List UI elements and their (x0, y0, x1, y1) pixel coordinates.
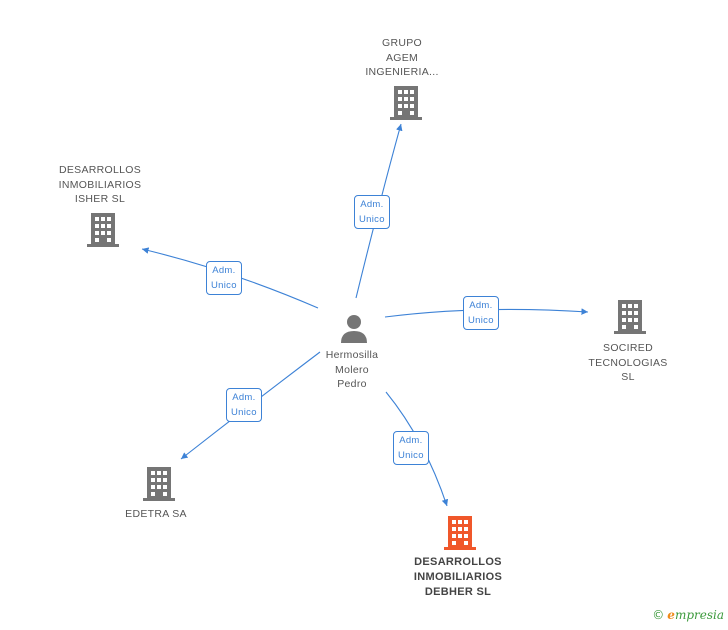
empresia-logo[interactable]: ©empresia (652, 608, 724, 622)
building-icon[interactable] (444, 516, 476, 550)
building-icon[interactable] (143, 467, 175, 501)
person-node[interactable] (338, 312, 370, 344)
role-badge-socired[interactable]: Adm. Unico (463, 296, 499, 330)
brand-name: mpresia (674, 608, 724, 622)
brand-initial: e (667, 608, 675, 622)
company-label-debher[interactable]: DESARROLLOS INMOBILIARIOS DEBHER SL (413, 556, 503, 598)
role-badge-isher[interactable]: Adm. Unico (206, 261, 242, 295)
company-label-socired[interactable]: SOCIRED TECNOLOGIAS SL (588, 342, 668, 383)
role-badge-debher[interactable]: Adm. Unico (393, 431, 429, 465)
person-icon (341, 315, 367, 343)
company-label-grupo[interactable]: GRUPO AGEM INGENIERIA... (365, 37, 439, 78)
building-icon[interactable] (390, 86, 422, 120)
role-badge-grupo[interactable]: Adm. Unico (354, 195, 390, 229)
company-label-edetra[interactable]: EDETRA SA (125, 508, 187, 520)
building-icon[interactable] (87, 213, 119, 247)
copyright-symbol: © (652, 608, 665, 622)
building-icon[interactable] (614, 300, 646, 334)
role-badge-edetra[interactable]: Adm. Unico (226, 388, 262, 422)
company-label-isher[interactable]: DESARROLLOS INMOBILIARIOS ISHER SL (58, 164, 142, 205)
person-name[interactable]: Hermosilla Molero Pedro (325, 349, 379, 390)
